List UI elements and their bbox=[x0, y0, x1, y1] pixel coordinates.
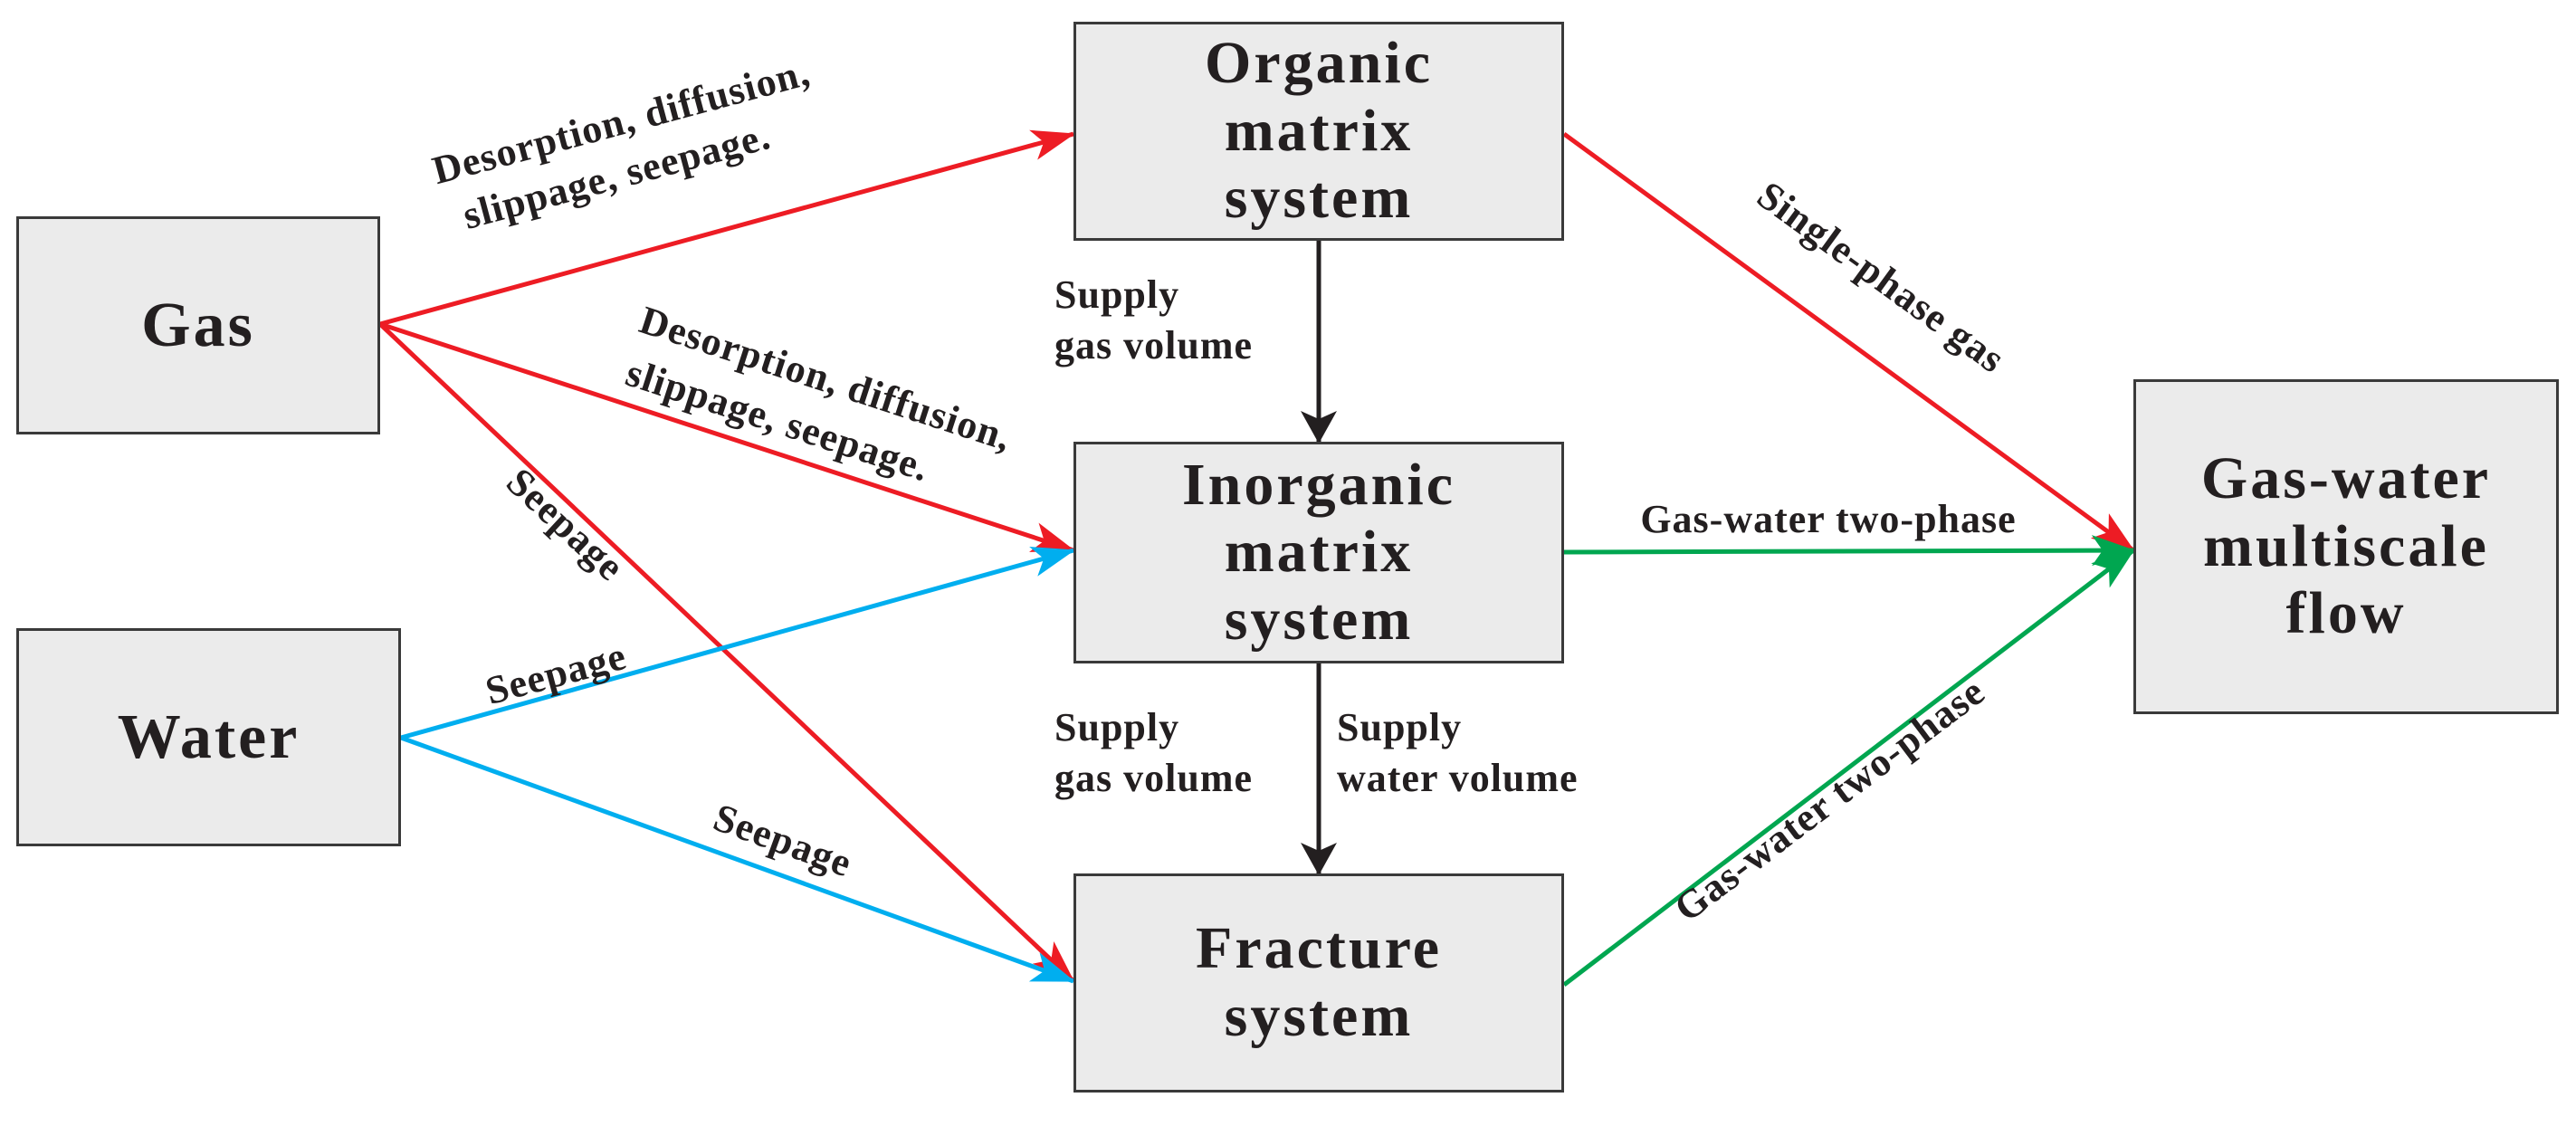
water-box: Water bbox=[16, 628, 401, 846]
organic-matrix-label: Organic matrix system bbox=[1205, 30, 1433, 232]
fracture-to-output-label: Gas-water two-phase bbox=[1666, 669, 1993, 930]
inorganic-to-output-label: Gas-water two-phase bbox=[1640, 497, 2016, 541]
organic-to-inorganic-label-line1: Supply bbox=[1054, 272, 1179, 317]
fracture-box: Fracture system bbox=[1073, 873, 1564, 1093]
inorganic-to-fracture-water-label-line2: water volume bbox=[1337, 756, 1579, 800]
fracture-to-output-arrow bbox=[1562, 549, 2135, 987]
inorganic-matrix-box: Inorganic matrix system bbox=[1073, 442, 1564, 663]
inorganic-to-output-arrow bbox=[1563, 535, 2135, 567]
gas-to-inorganic-arrow bbox=[379, 321, 1075, 553]
gas-box: Gas bbox=[16, 216, 380, 434]
water-label: Water bbox=[117, 701, 301, 772]
gas-to-organic-arrow bbox=[379, 129, 1075, 327]
inorganic-to-fracture-gas-label-line2: gas volume bbox=[1054, 756, 1253, 800]
inorganic-matrix-label: Inorganic matrix system bbox=[1181, 451, 1456, 653]
multiscale-flow-box: Gas-water multiscale flow bbox=[2133, 379, 2559, 714]
fracture-label: Fracture system bbox=[1196, 915, 1442, 1049]
inorganic-to-fracture-gas-label-line1: Supply bbox=[1054, 705, 1179, 749]
organic-to-output-arrow bbox=[1562, 131, 2135, 553]
organic-matrix-box: Organic matrix system bbox=[1073, 22, 1564, 241]
organic-to-output-label: Single-phase gas bbox=[1750, 173, 2014, 382]
gas-to-fracture-label: Seepage bbox=[498, 459, 633, 589]
water-to-inorganic-label: Seepage bbox=[481, 634, 631, 713]
gas-to-fracture-arrow bbox=[378, 322, 1075, 983]
organic-to-inorganic-label-line2: gas volume bbox=[1054, 323, 1253, 367]
inorganic-to-fracture-water-label-line1: Supply bbox=[1337, 705, 1462, 749]
water-to-fracture-label: Seepage bbox=[708, 795, 858, 885]
multiscale-flow-label: Gas-water multiscale flow bbox=[2200, 445, 2492, 647]
water-to-inorganic-arrow bbox=[400, 546, 1075, 740]
gas-label: Gas bbox=[141, 290, 255, 360]
water-to-fracture-arrow bbox=[400, 735, 1075, 984]
